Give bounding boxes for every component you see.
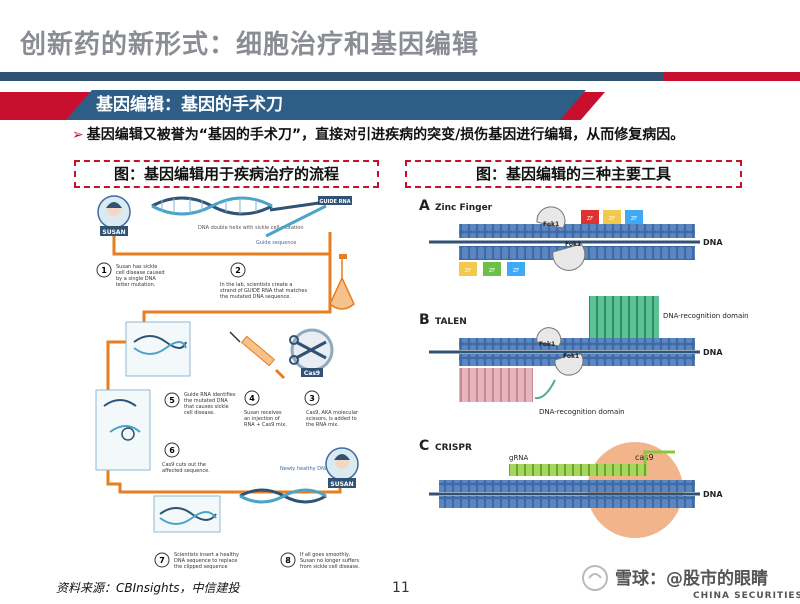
- flow-step-8: 8 If all goes smoothly,Susan no longer s…: [280, 552, 360, 570]
- guide-rna-strand: GUIDE RNA Guide sequence: [256, 196, 352, 246]
- svg-text:Fok1: Fok1: [539, 341, 555, 348]
- svg-text:ZF: ZF: [631, 216, 637, 222]
- svg-text:Zinc Finger: Zinc Finger: [435, 203, 493, 213]
- svg-text:8: 8: [285, 556, 291, 565]
- svg-text:GUIDE RNA: GUIDE RNA: [319, 199, 350, 205]
- svg-text:ZF: ZF: [609, 216, 615, 222]
- bullet-point: ➢基因编辑又被誉为“基因的手术刀”，直接对引进疾病的突变/损伤基因进行编辑，从而…: [72, 124, 684, 144]
- svg-text:Guide sequence: Guide sequence: [256, 240, 296, 246]
- svg-text:DNA: DNA: [703, 238, 723, 247]
- svg-text:CRISPR: CRISPR: [435, 443, 472, 453]
- svg-text:A: A: [419, 198, 430, 214]
- lab-flask-icon: [329, 254, 355, 310]
- svg-text:1: 1: [101, 266, 107, 275]
- mutated-dna-helix: DNA double helix with sickle cell mutati…: [151, 196, 304, 231]
- svg-text:5: 5: [169, 396, 175, 405]
- title-rule-accent: [663, 72, 800, 81]
- svg-text:DNA: DNA: [703, 490, 723, 499]
- cell-panel-1: [125, 321, 191, 377]
- section-heading: 基因编辑：基因的手术刀: [96, 95, 283, 115]
- cas9-scissors-icon: Cas9: [289, 328, 334, 377]
- guide-rna: [509, 464, 647, 476]
- zinc-finger-modules-bottom: ZF ZF ZF: [459, 262, 525, 276]
- svg-text:SUSAN: SUSAN: [330, 481, 353, 488]
- svg-text:gRNA: gRNA: [509, 454, 529, 462]
- svg-text:SUSAN: SUSAN: [102, 229, 125, 236]
- svg-text:Fok1: Fok1: [563, 353, 579, 360]
- svg-text:DNA: DNA: [703, 348, 723, 357]
- panel-crispr: C CRISPR cas9 gRNA DNA: [419, 438, 723, 538]
- svg-text:6: 6: [169, 446, 175, 455]
- cell-panel-3: [153, 495, 221, 533]
- svg-text:CHINA SECURITIES: CHINA SECURITIES: [693, 591, 800, 600]
- treatment-flow-diagram: SUSAN DNA double helix with sickle cell …: [95, 195, 360, 570]
- talen-domain-bottom: [459, 368, 533, 402]
- right-figure-caption: 图：基因编辑的三种主要工具: [405, 160, 742, 188]
- fok1-nuclease: Fok1 Fok1: [536, 206, 586, 271]
- panel-zinc-finger: A Zinc Finger DNA ZF ZF ZF ZF ZF ZF Fok1…: [419, 198, 723, 276]
- svg-text:Cas9: Cas9: [304, 370, 320, 377]
- panel-talen: B TALEN DNA-recognition domain DNA DNA-r…: [419, 296, 749, 416]
- fok1-nuclease-talen: Fok1 Fok1: [536, 327, 584, 376]
- svg-text:B: B: [419, 312, 430, 328]
- svg-text:Fok1: Fok1: [543, 221, 559, 228]
- svg-text:If all goes smoothly,Susan no: If all goes smoothly,Susan no longer suf…: [300, 552, 360, 570]
- svg-text:Fok1: Fok1: [565, 241, 581, 248]
- susan-healthy-avatar: SUSAN: [325, 447, 359, 488]
- syringe-icon: [229, 331, 286, 380]
- svg-text:DNA-recognition domain: DNA-recognition domain: [663, 312, 749, 320]
- svg-text:C: C: [419, 438, 429, 454]
- source-note: 资料来源：CBInsights，中信建投: [56, 581, 240, 595]
- svg-text:3: 3: [309, 394, 315, 403]
- section-banner: [66, 90, 586, 120]
- page-number: 11: [392, 580, 410, 596]
- slide-title: 创新药的新形式：细胞治疗和基因编辑: [20, 30, 480, 60]
- svg-text:雪球：@股市的眼睛: 雪球：@股市的眼睛: [615, 568, 768, 589]
- talen-domain-top: [589, 296, 659, 340]
- svg-text:4: 4: [249, 394, 255, 403]
- svg-text:DNA double helix with sickle c: DNA double helix with sickle cell mutati…: [198, 225, 304, 231]
- svg-text:ZF: ZF: [489, 268, 495, 274]
- gene-editing-tools-diagram: A Zinc Finger DNA ZF ZF ZF ZF ZF ZF Fok1…: [419, 198, 749, 538]
- svg-text:ZF: ZF: [587, 216, 593, 222]
- svg-text:DNA-recognition domain: DNA-recognition domain: [539, 408, 625, 416]
- left-figure-caption: 图：基因编辑用于疾病治疗的流程: [74, 160, 379, 188]
- svg-text:ZF: ZF: [465, 268, 471, 274]
- svg-text:ZF: ZF: [513, 268, 519, 274]
- healthy-dna-strand: Newly healthy DNA strand: [239, 466, 346, 504]
- dna-top-strand: [459, 224, 695, 238]
- zinc-finger-modules-top: ZF ZF ZF: [581, 210, 643, 224]
- svg-text:2: 2: [235, 266, 241, 275]
- svg-text:TALEN: TALEN: [435, 317, 467, 327]
- svg-text:Newly healthy DNA strand: Newly healthy DNA strand: [280, 466, 346, 472]
- title-rule: [0, 72, 663, 81]
- watermark-logo: 雪球：@股市的眼睛 CHINA SECURITIES: [565, 552, 800, 601]
- svg-text:7: 7: [159, 556, 165, 565]
- susan-avatar: SUSAN: [97, 195, 131, 236]
- bullet-arrow-icon: ➢: [72, 127, 84, 143]
- bullet-text: 基因编辑又被誉为“基因的手术刀”，直接对引进疾病的突变/损伤基因进行编辑，从而修…: [86, 127, 685, 143]
